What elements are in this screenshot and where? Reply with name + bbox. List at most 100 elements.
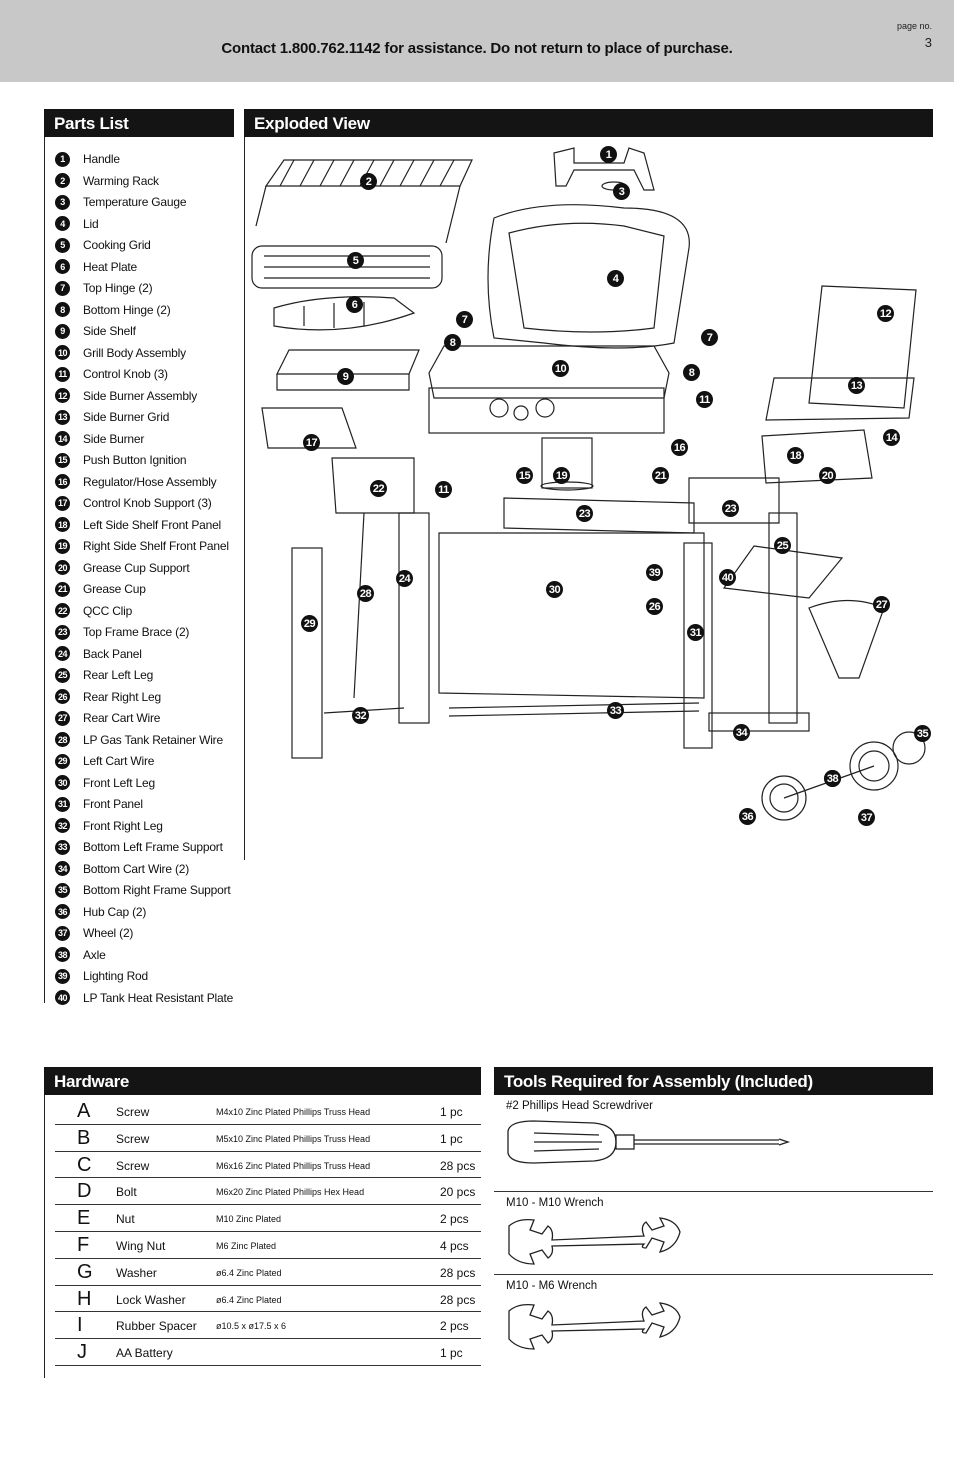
diagram-callout: 26 <box>646 598 663 615</box>
diagram-callout: 40 <box>719 569 736 586</box>
hardware-name: Lock Washer <box>116 1292 186 1307</box>
parts-list-heading: Parts List <box>44 109 234 137</box>
parts-list-item: 10 Grill Body Assembly <box>55 344 186 362</box>
part-number-badge: 17 <box>55 495 70 511</box>
hardware-spec: M5x10 Zinc Plated Phillips Truss Head <box>216 1133 371 1144</box>
diagram-callout: 34 <box>733 724 750 741</box>
part-number-badge: 12 <box>55 388 70 403</box>
part-number-badge: 28 <box>55 732 70 747</box>
part-name: Right Side Shelf Front Panel <box>83 539 229 553</box>
diagram-callout: 33 <box>607 702 624 719</box>
part-name: Cooking Grid <box>83 238 151 252</box>
tools-heading: Tools Required for Assembly (Included) <box>494 1067 933 1095</box>
header-bar: Contact 1.800.762.1142 for assistance. D… <box>0 0 954 82</box>
hardware-letter: F <box>77 1233 90 1256</box>
part-number-badge: 7 <box>55 280 70 296</box>
part-number-badge: 40 <box>55 990 70 1005</box>
part-name: Hub Cap (2) <box>83 904 147 919</box>
diagram-callout: 8 <box>683 364 700 381</box>
diagram-callout: 17 <box>303 434 320 451</box>
hardware-spec: M6 Zinc Plated <box>216 1240 277 1251</box>
diagram-callout: 12 <box>877 305 894 322</box>
exploded-view-heading: Exploded View <box>244 109 933 137</box>
left-side-shelf-drawing <box>261 349 420 449</box>
screwdriver-icon <box>507 1120 791 1164</box>
parts-list-item: 5 Cooking Grid <box>55 236 151 254</box>
diagram-callout: 36 <box>739 808 756 825</box>
hardware-letter: D <box>77 1180 92 1203</box>
tool-wrench-m10: M10 - M10 Wrench <box>494 1192 933 1275</box>
part-name: Warming Rack <box>83 173 159 188</box>
diagram-callout: 4 <box>607 270 624 287</box>
part-name: Bottom Cart Wire (2) <box>83 861 190 876</box>
hardware-name: Screw <box>116 1158 150 1173</box>
diagram-callout: 16 <box>671 439 688 456</box>
diagram-callout: 32 <box>352 707 369 724</box>
part-number-badge: 3 <box>55 194 70 210</box>
diagram-callout: 10 <box>552 360 569 377</box>
diagram-callout: 20 <box>819 467 836 484</box>
diagram-callout: 11 <box>696 391 713 408</box>
diagram-callout: 38 <box>824 770 841 787</box>
diagram-callout: 7 <box>456 311 473 328</box>
diagram-callout: 23 <box>576 505 593 522</box>
parts-list-item: 25 Rear Left Leg <box>55 666 153 684</box>
part-number-badge: 10 <box>55 345 70 360</box>
part-number-badge: 6 <box>55 259 70 274</box>
part-name: Handle <box>83 152 120 166</box>
diagram-callout: 11 <box>435 481 452 498</box>
parts-list-item: 7 Top Hinge (2) <box>55 279 153 297</box>
parts-list-left-rule <box>44 137 45 1003</box>
wrench-icon <box>508 1302 681 1350</box>
diagram-callout: 19 <box>553 467 570 484</box>
grill-body-drawing <box>428 345 670 491</box>
hardware-letter: H <box>77 1287 92 1310</box>
wrench-icon <box>508 1217 681 1265</box>
hardware-row: B Screw M5x10 Zinc Plated Phillips Truss H… <box>55 1125 481 1152</box>
tool-label: M10 - M10 Wrench <box>506 1197 604 1209</box>
hardware-name: Washer <box>116 1265 157 1280</box>
hardware-spec: ø10.5 x ø17.5 x 6 <box>216 1321 287 1332</box>
hardware-spec: M10 Zinc Plated <box>216 1214 282 1225</box>
part-name: Rear Left Leg <box>83 668 154 682</box>
hardware-letter: B <box>77 1126 91 1149</box>
part-number-badge: 38 <box>55 947 70 962</box>
part-name: Grill Body Assembly <box>83 345 186 360</box>
hardware-name: Screw <box>116 1131 150 1146</box>
part-name: Rear Cart Wire <box>83 711 161 725</box>
part-number-badge: 25 <box>55 667 70 683</box>
part-name: Wheel (2) <box>83 926 134 940</box>
diagram-callout: 31 <box>687 624 704 641</box>
part-number-badge: 23 <box>55 624 70 640</box>
part-name: Top Hinge (2) <box>83 281 153 295</box>
contact-notice: Contact 1.800.762.1142 for assistance. D… <box>221 40 733 57</box>
part-number-badge: 34 <box>55 861 70 876</box>
part-number-badge: 5 <box>55 237 70 253</box>
diagram-callout: 37 <box>858 809 875 826</box>
part-name: QCC Clip <box>83 603 133 618</box>
hardware-quantity: 1 pc <box>440 1131 463 1146</box>
part-number-badge: 36 <box>55 904 70 919</box>
wheels-drawing <box>761 731 926 821</box>
part-name: Left Side Shelf Front Panel <box>83 517 222 532</box>
part-number-badge: 1 <box>55 151 70 167</box>
part-name: LP Tank Heat Resistant Plate <box>83 990 234 1005</box>
diagram-callout: 28 <box>357 585 374 602</box>
part-name: Left Cart Wire <box>83 754 155 768</box>
